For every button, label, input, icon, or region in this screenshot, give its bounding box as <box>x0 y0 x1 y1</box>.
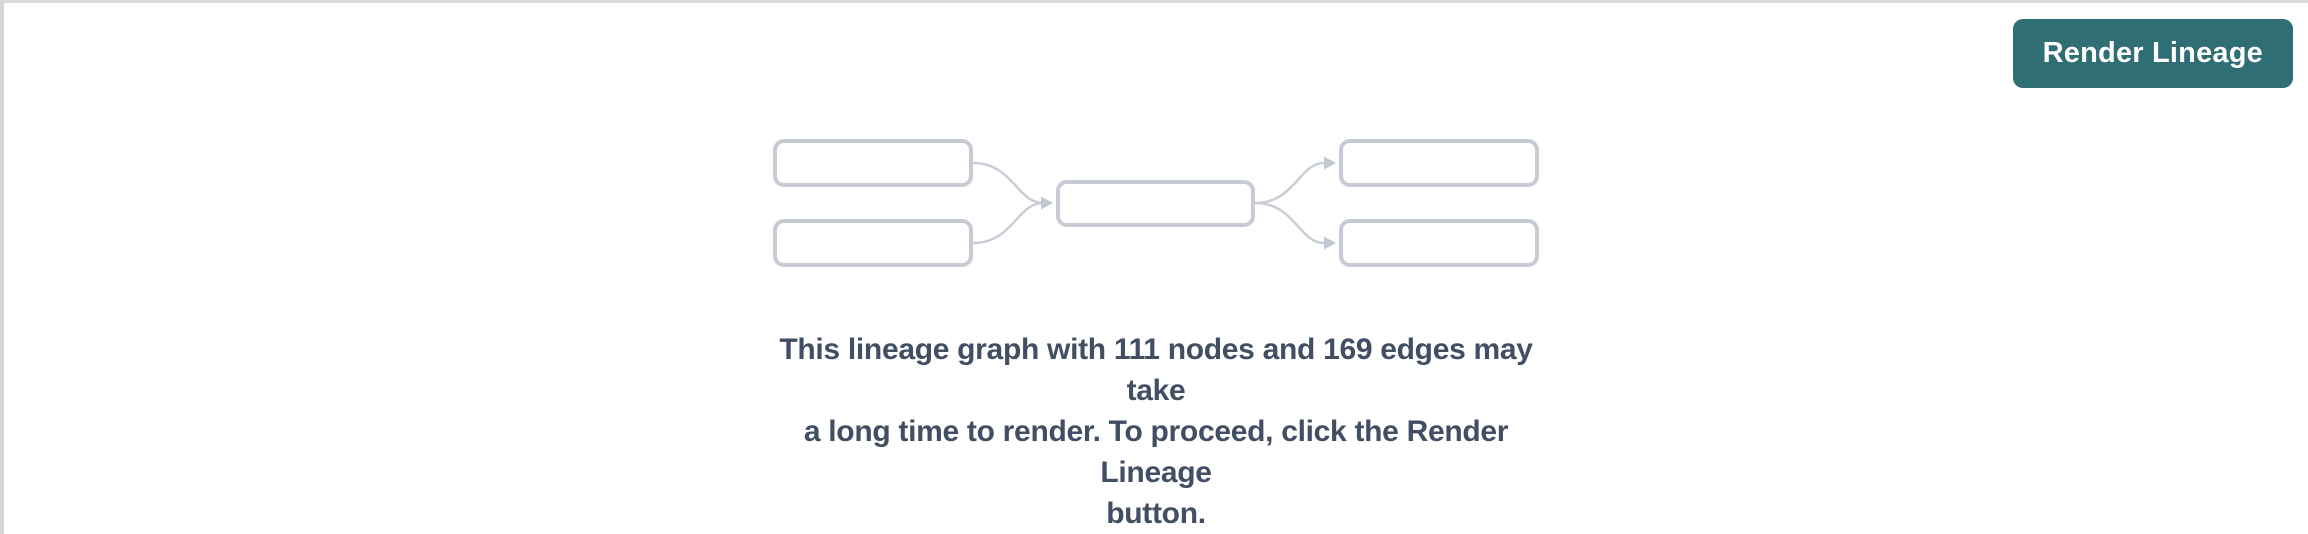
diagram-edge <box>972 161 1044 205</box>
diagram-edge <box>972 201 1044 245</box>
arrowhead-icon <box>1324 236 1336 250</box>
arrowhead-icon <box>1041 196 1053 210</box>
diagram-node <box>1056 180 1255 227</box>
message-line: button. <box>1106 497 1206 530</box>
message-line: This lineage graph with 111 nodes and 16… <box>779 333 1533 407</box>
diagram-edge <box>1254 201 1325 245</box>
render-lineage-button[interactable]: Render Lineage <box>2012 19 2293 88</box>
diagram-edge <box>1254 161 1325 205</box>
lineage-preview-diagram <box>773 139 1539 267</box>
arrowhead-icon <box>1324 156 1336 170</box>
diagram-node <box>773 219 973 267</box>
diagram-node <box>1339 139 1539 187</box>
message-line: a long time to render. To proceed, click… <box>803 415 1509 489</box>
diagram-node <box>1339 219 1539 267</box>
diagram-node <box>773 139 973 187</box>
placeholder-message: This lineage graph with 111 nodes and 16… <box>746 329 1566 534</box>
lineage-placeholder: This lineage graph with 111 nodes and 16… <box>746 139 1566 534</box>
